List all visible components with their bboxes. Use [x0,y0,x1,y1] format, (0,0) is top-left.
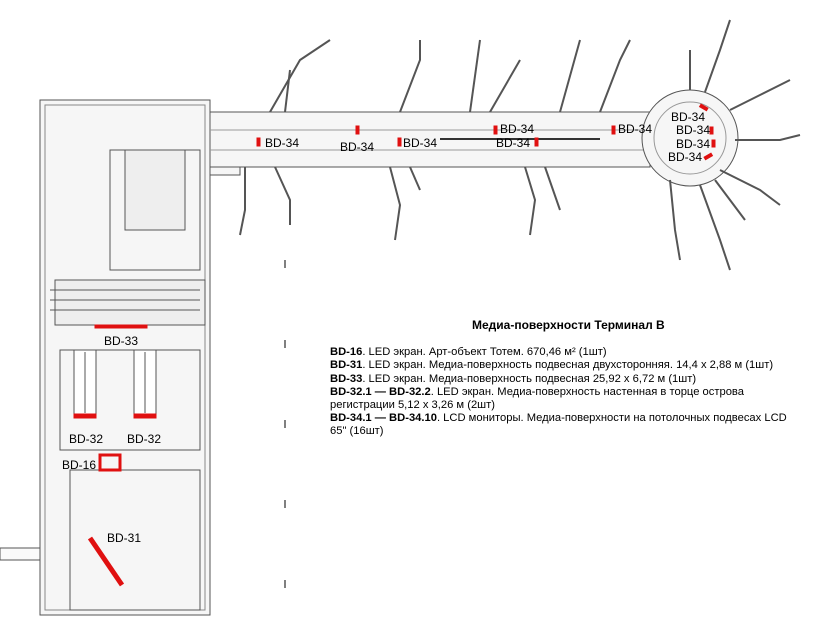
bd33-marker [94,324,148,329]
bd34-marker [397,137,402,147]
label-bd33: BD-33 [104,334,138,348]
legend-row-bd32: BD-32.1 — BD-32.2. LED экран. Медиа-пове… [330,386,800,412]
plan-labels: BD-34 BD-34 BD-34 BD-34 BD-34 BD-34 BD-3… [62,110,710,545]
label-bd32-right: BD-32 [127,432,161,446]
rotunda [641,89,739,187]
label-bd16: BD-16 [62,458,96,472]
legend-text: . LCD мониторы. Медиа-поверхности на пот… [330,412,787,438]
label-bd32-left: BD-32 [69,432,103,446]
legend-text: . LED экран. Медиа-поверхность подвесная… [362,359,774,372]
legend-row-bd34: BD-34.1 — BD-34.10. LCD мониторы. Медиа-… [330,412,800,438]
legend-text: . LED экран. Медиа-поверхность подвесная… [362,372,697,385]
escalators [73,349,157,416]
legend-code: BD-31 [330,359,363,372]
label-bd34: BD-34 [668,150,702,164]
media-markers [73,103,716,587]
bd34-marker [611,125,616,135]
label-bd34: BD-34 [265,136,299,150]
bd34-marker [256,137,261,147]
bd34-marker [493,125,498,135]
label-bd34: BD-34 [618,122,652,136]
bd32-marker-right [133,413,157,419]
legend-row-bd31: BD-31. LED экран. Медиа-поверхность подв… [330,359,800,372]
legend-code: BD-33 [330,372,363,385]
label-bd34: BD-34 [496,136,530,150]
bd31-marker [87,536,125,587]
bd34-marker [711,139,716,148]
legend-text: . LED экран. Медиа-поверхность настенная… [330,385,744,412]
bd34-marker [703,152,714,161]
label-bd31: BD-31 [107,531,141,545]
pier-corridor [209,111,651,168]
legend-code: BD-16 [330,346,363,359]
legend-code: BD-34.1 — BD-34.10 [330,412,437,425]
legend: Медиа-поверхности Терминал В BD-16. LED … [330,318,800,439]
legend-text: . LED экран. Арт-объект Тотем. 670,46 м²… [362,346,607,359]
jet-bridges [239,19,801,271]
bd32-marker-left [73,413,97,419]
legend-row-bd16: BD-16. LED экран. Арт-объект Тотем. 670,… [330,346,800,359]
legend-code: BD-32.1 — BD-32.2 [330,385,431,398]
label-bd34: BD-34 [671,110,705,124]
bd34-marker [709,126,714,135]
label-bd34: BD-34 [676,137,710,151]
label-bd34: BD-34 [676,123,710,137]
label-bd34: BD-34 [500,122,534,136]
label-bd34: BD-34 [403,136,437,150]
bd34-marker [698,103,709,112]
bd34-marker [534,137,539,147]
main-building [0,99,241,616]
legend-row-bd33: BD-33. LED экран. Медиа-поверхность подв… [330,373,800,386]
label-bd34: BD-34 [340,140,374,154]
legend-title: Медиа-поверхности Терминал В [472,318,665,332]
bd34-marker [355,125,360,135]
bd16-marker [98,453,122,472]
